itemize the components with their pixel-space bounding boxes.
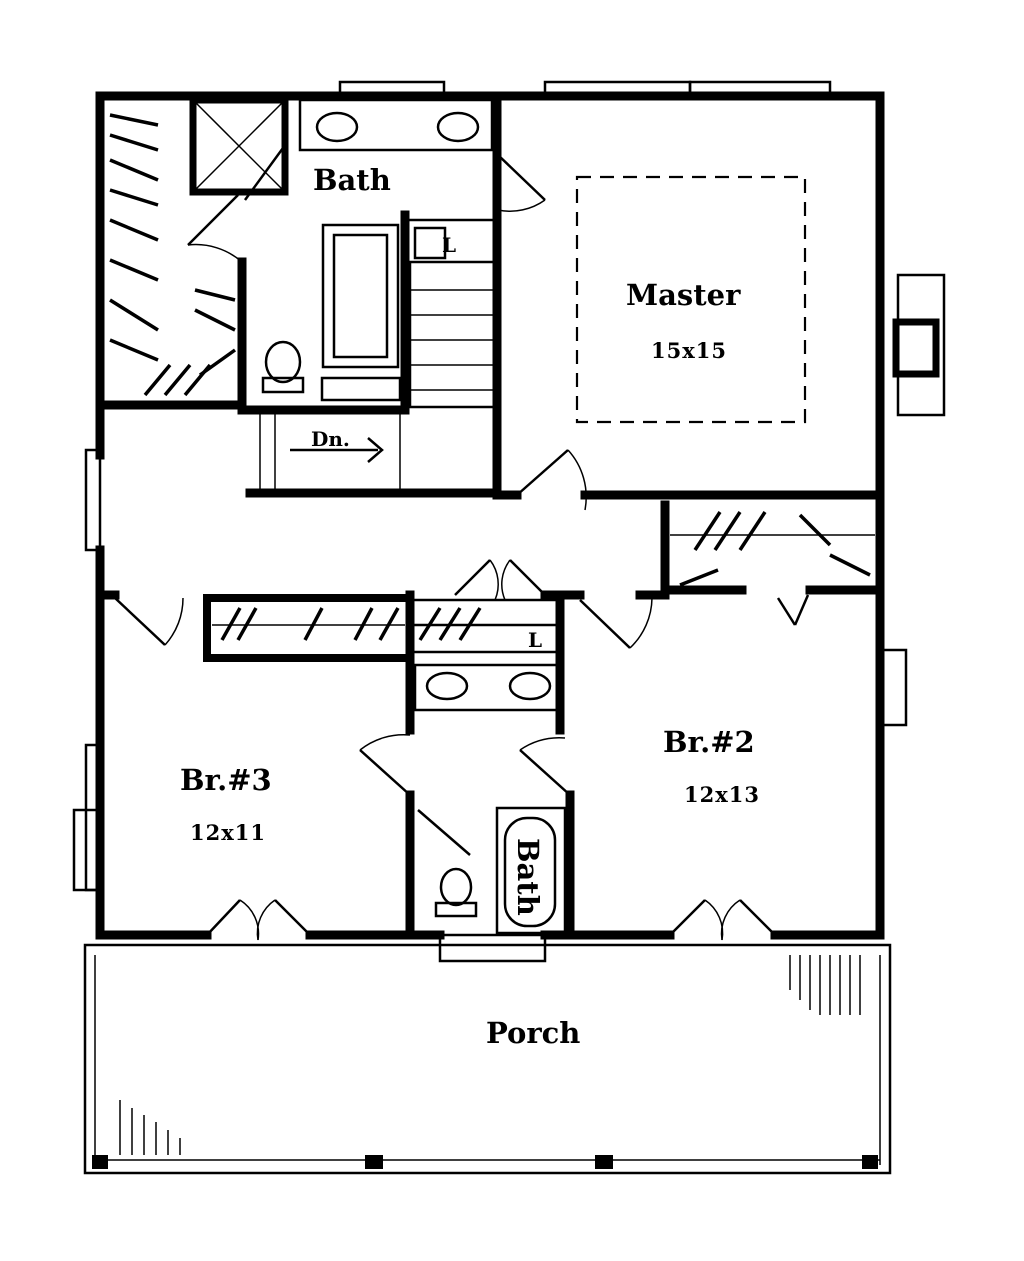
top-windows <box>338 80 832 98</box>
porch-doors <box>206 899 776 941</box>
linen-upper-label: L <box>442 233 456 257</box>
bath-lower-label: Bath <box>511 838 545 916</box>
interior-walls-middle <box>95 559 670 940</box>
master-size: 15x15 <box>651 338 727 363</box>
chimney <box>892 273 946 417</box>
master-room <box>516 175 807 511</box>
stairs-down-label: Dn. <box>311 427 350 451</box>
linen-lower-label: L <box>528 628 542 652</box>
bath-upper-label: Bath <box>313 163 391 197</box>
master-label: Master <box>626 278 741 312</box>
hall-closet <box>203 594 562 662</box>
br2-size: 12x13 <box>684 782 760 807</box>
upper-left-closet <box>95 113 247 410</box>
lower-bath <box>359 663 571 963</box>
br3-label: Br.#3 <box>180 763 272 797</box>
shower <box>189 96 289 196</box>
upper-bath <box>243 98 546 402</box>
br3-size: 12x11 <box>190 820 266 845</box>
br2-label: Br.#2 <box>663 725 755 759</box>
interior-walls-upper <box>237 95 885 500</box>
side-windows <box>72 448 908 892</box>
stairs <box>259 260 497 490</box>
porch-label: Porch <box>486 1016 580 1050</box>
right-closet <box>660 500 885 626</box>
porch <box>83 943 892 1175</box>
